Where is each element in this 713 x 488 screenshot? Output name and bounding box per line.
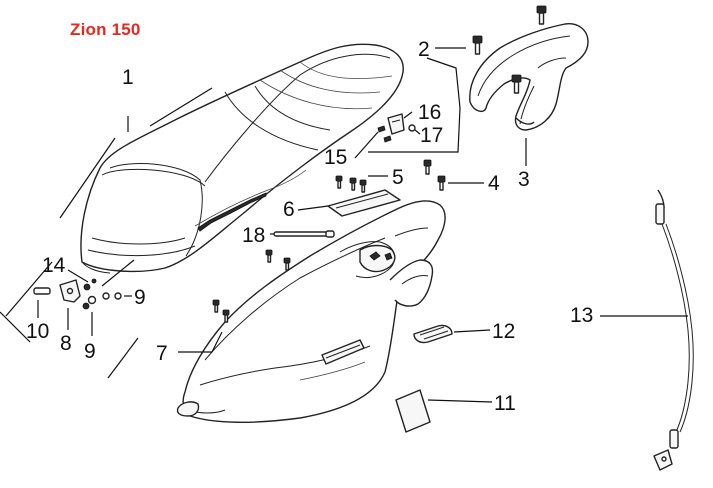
callout-11: 11 xyxy=(494,392,516,415)
cover-plate-part xyxy=(327,189,401,217)
screw-group-cover xyxy=(212,249,291,323)
callout-12: 12 xyxy=(492,320,515,343)
callout-9-lower: 9 xyxy=(84,340,96,363)
callout-13: 13 xyxy=(570,304,593,327)
callout-15: 15 xyxy=(324,146,347,169)
callout-7: 7 xyxy=(156,342,168,365)
latch-assembly-part xyxy=(33,278,122,310)
pin-part xyxy=(273,230,335,238)
callout-10: 10 xyxy=(26,320,49,343)
page-title: Zion 150 xyxy=(70,20,141,39)
callout-labels: 1 2 3 4 5 6 7 8 9 9 10 11 12 13 14 15 16… xyxy=(26,38,593,415)
callout-1: 1 xyxy=(122,66,134,89)
callout-5: 5 xyxy=(392,166,404,189)
reflector-part xyxy=(413,324,453,344)
seat-cable-part xyxy=(653,189,694,471)
callout-17: 17 xyxy=(420,124,443,147)
leader-lines xyxy=(0,47,688,403)
bracket-part xyxy=(377,113,416,143)
callout-3: 3 xyxy=(518,168,530,191)
seat-part xyxy=(80,43,404,274)
grab-rail-bolts xyxy=(472,5,547,94)
callout-8: 8 xyxy=(60,332,72,355)
bolt-left xyxy=(472,35,483,55)
callout-4: 4 xyxy=(488,172,500,195)
screw-group-center xyxy=(335,159,446,193)
callout-18: 18 xyxy=(242,224,265,247)
callout-2: 2 xyxy=(418,38,430,61)
grab-rail-part xyxy=(469,23,589,131)
rear-cover-part xyxy=(176,200,446,423)
callout-9-upper: 9 xyxy=(134,286,146,309)
callout-16: 16 xyxy=(418,101,441,124)
plate-part xyxy=(395,389,431,433)
bolt-lower xyxy=(511,74,522,94)
bolt-top xyxy=(536,5,547,25)
callout-6: 6 xyxy=(283,198,295,221)
callout-14: 14 xyxy=(42,254,66,277)
